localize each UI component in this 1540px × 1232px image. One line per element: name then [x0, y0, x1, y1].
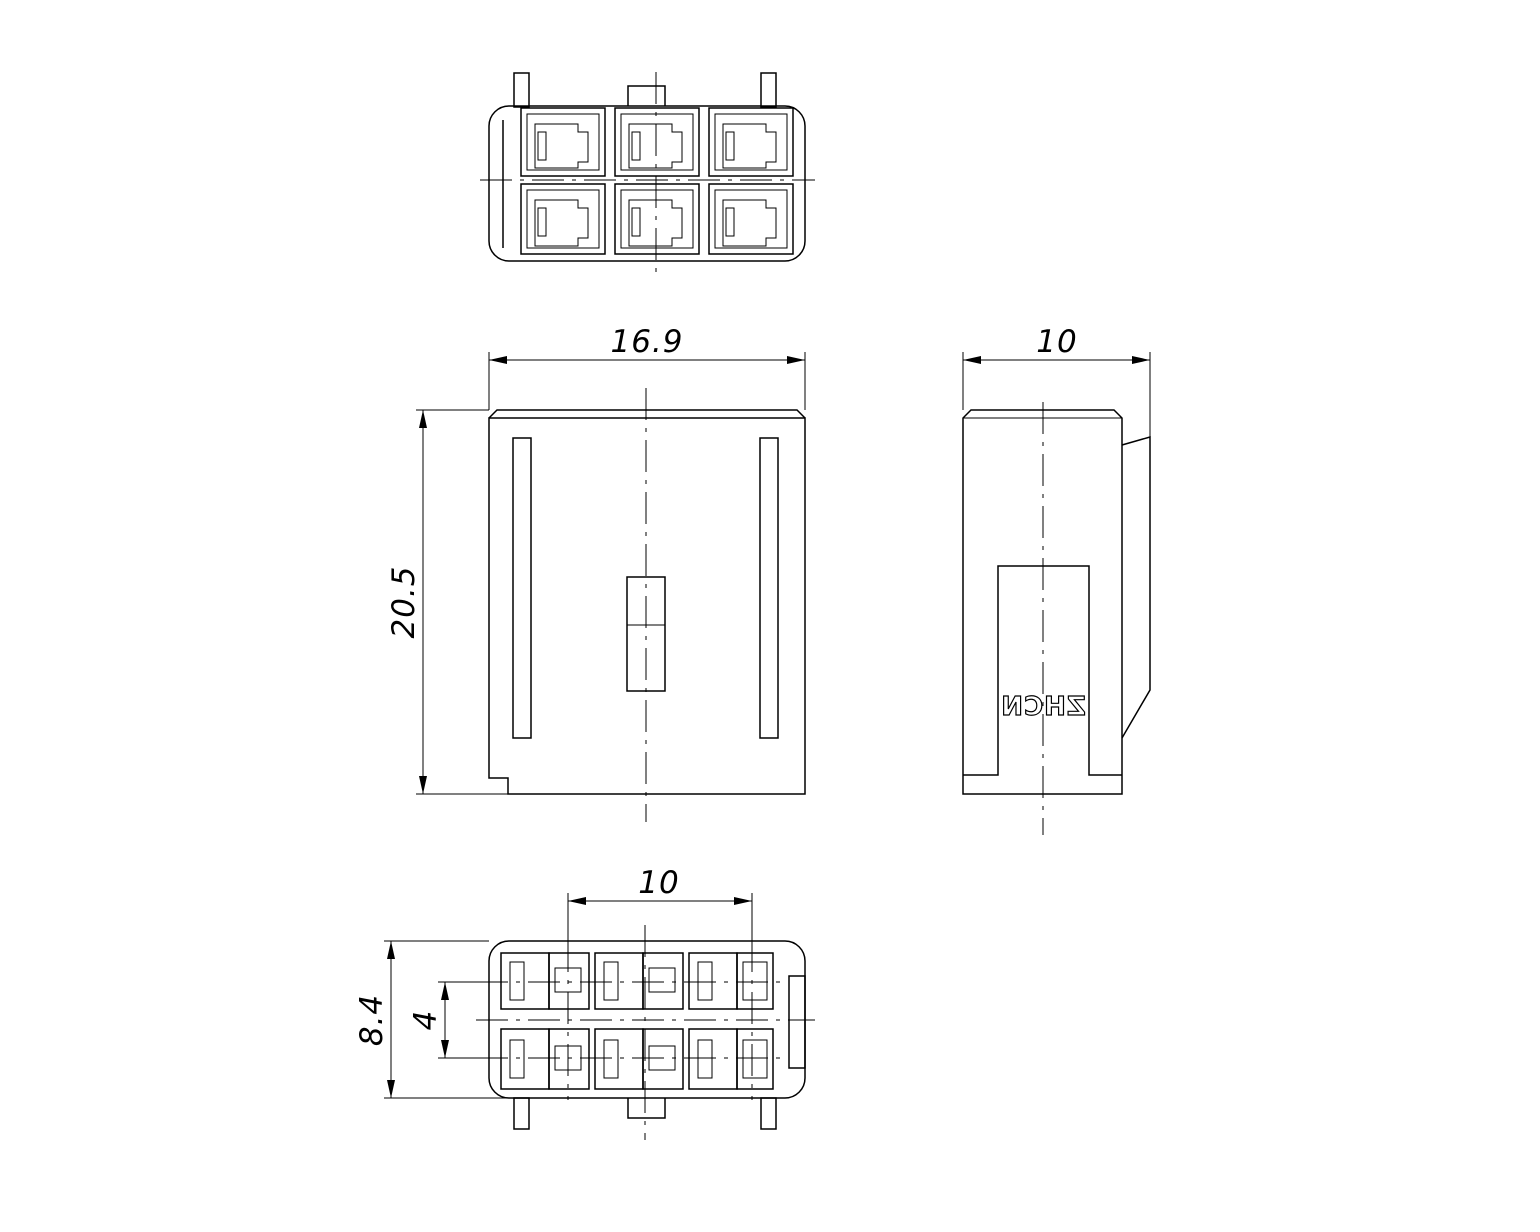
front-height-dimension: 20.5	[386, 409, 508, 795]
bottom-pitch-dimension: 10	[567, 865, 753, 941]
bottom-view	[476, 925, 815, 1140]
side-view: ZHCN	[962, 402, 1151, 835]
front-width-label: 16.9	[610, 324, 683, 360]
bottom-cavities	[500, 952, 774, 1090]
front-width-dimension: 16.9	[488, 324, 806, 410]
front-view	[488, 388, 806, 822]
bottom-height-label: 8.4	[354, 994, 390, 1046]
top-view	[480, 72, 815, 278]
bottom-row-pitch-dimension: 4	[408, 981, 476, 1059]
top-cavities	[520, 107, 794, 255]
bottom-pitch-label: 10	[638, 865, 679, 901]
bottom-row-pitch-label: 4	[408, 1010, 444, 1031]
front-height-label: 20.5	[386, 565, 422, 638]
bottom-height-dimension: 8.4	[354, 940, 514, 1099]
side-width-label: 10	[1036, 324, 1077, 360]
side-width-dimension: 10	[962, 324, 1151, 437]
